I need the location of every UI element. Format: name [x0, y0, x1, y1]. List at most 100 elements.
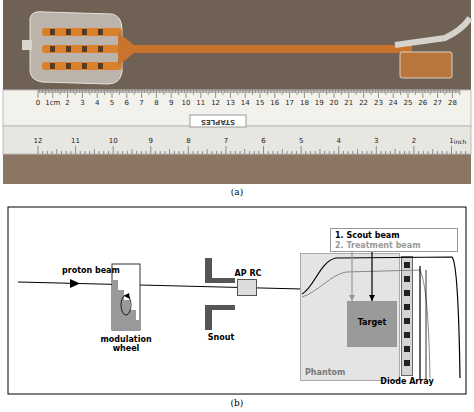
cm-tick — [262, 90, 263, 93]
cm-tick — [98, 90, 99, 93]
cm-tick — [437, 90, 438, 98]
ruler-number: 25 — [404, 99, 413, 108]
inch-tick — [404, 151, 405, 154]
cm-tick — [42, 90, 43, 93]
ruler-number: 20 — [330, 99, 339, 108]
inch-tick — [460, 151, 461, 154]
connector — [400, 52, 452, 78]
cm-tick — [265, 90, 266, 93]
inch-tick — [348, 151, 349, 154]
cm-tick — [314, 90, 315, 93]
cm-tick — [95, 90, 96, 93]
cm-tick — [75, 90, 76, 95]
cm-tick — [357, 90, 358, 93]
cm-tick — [199, 90, 200, 93]
cm-tick — [230, 90, 231, 98]
cm-tick — [137, 90, 138, 93]
profile-edge — [419, 266, 420, 380]
ruler-number: 13 — [226, 99, 235, 108]
ruler-number: 8 — [154, 99, 158, 108]
cm-tick — [184, 90, 185, 93]
cm-tick — [430, 90, 431, 95]
cm-tick — [267, 90, 268, 95]
cm-tick — [425, 90, 426, 93]
cm-tick — [353, 90, 354, 93]
cm-tick — [363, 90, 364, 98]
diode — [98, 46, 103, 52]
cm-tick — [218, 90, 219, 93]
inch-tick — [413, 146, 414, 154]
diode — [82, 46, 87, 52]
diode-strip — [42, 62, 122, 70]
cm-tick — [214, 90, 215, 93]
cm-tick — [402, 90, 403, 93]
ruler-number: 3 — [374, 137, 378, 146]
cm-tick — [180, 90, 181, 93]
cm-tick — [379, 90, 380, 93]
cm-tick — [449, 90, 450, 93]
cm-tick — [431, 90, 432, 93]
cm-tick — [240, 90, 241, 93]
ruler-number: 11 — [71, 137, 80, 146]
ruler-number: 18 — [300, 99, 309, 108]
cm-tick — [79, 90, 80, 93]
cm-tick — [332, 90, 333, 93]
cm-tick — [391, 90, 392, 93]
cm-tick — [258, 90, 259, 93]
inch-tick — [381, 151, 382, 154]
cm-tick — [101, 90, 102, 93]
cm-tick — [45, 90, 46, 95]
cm-tick — [85, 90, 86, 93]
cm-tick — [335, 90, 336, 93]
cm-tick — [427, 90, 428, 93]
inch-tick — [315, 151, 316, 154]
profile-edge — [426, 270, 427, 380]
ruler-number: 23 — [374, 99, 383, 108]
cm-tick — [455, 90, 456, 93]
cm-tick — [160, 90, 161, 93]
cm-tick — [412, 90, 413, 93]
ruler-number: 12 — [211, 99, 220, 108]
cm-tick — [109, 90, 110, 93]
cm-tick — [433, 90, 434, 93]
cm-tick — [103, 90, 104, 93]
cm-tick — [106, 90, 107, 93]
cm-tick — [186, 90, 187, 98]
ruler-number: 3 — [80, 99, 84, 108]
inch-tick — [56, 149, 57, 154]
diode-element — [404, 304, 410, 310]
cm-tick — [220, 90, 221, 93]
inch-tick — [160, 151, 161, 154]
cm-tick — [359, 90, 360, 93]
inch-tick — [465, 151, 466, 154]
cm-tick — [329, 90, 330, 93]
cm-tick — [140, 90, 141, 93]
cm-tick — [110, 90, 111, 93]
ruler-number: 4 — [95, 99, 99, 108]
node-text: AP RC — [228, 269, 268, 278]
inch-tick — [99, 151, 100, 154]
panel-caption: (a) — [231, 188, 243, 197]
inch-tick — [343, 151, 344, 154]
cm-tick — [147, 90, 148, 93]
cm-tick — [400, 90, 401, 95]
cm-tick — [165, 90, 166, 93]
inch-tick — [428, 151, 429, 154]
cm-tick — [347, 90, 348, 93]
inch-tick — [141, 151, 142, 154]
ruler-number: 1cm — [45, 99, 60, 108]
cm-tick — [356, 90, 357, 95]
diode — [50, 46, 55, 52]
ruler-number: 19 — [315, 99, 324, 108]
diode — [50, 29, 55, 35]
inch-tick — [216, 151, 217, 154]
flex-cable — [132, 45, 412, 53]
inch-tick — [94, 149, 95, 154]
diode — [98, 63, 103, 69]
cm-tick — [112, 90, 113, 98]
cm-tick — [237, 90, 238, 95]
cm-tick — [286, 90, 287, 93]
cm-tick — [313, 90, 314, 93]
cm-tick — [416, 90, 417, 93]
